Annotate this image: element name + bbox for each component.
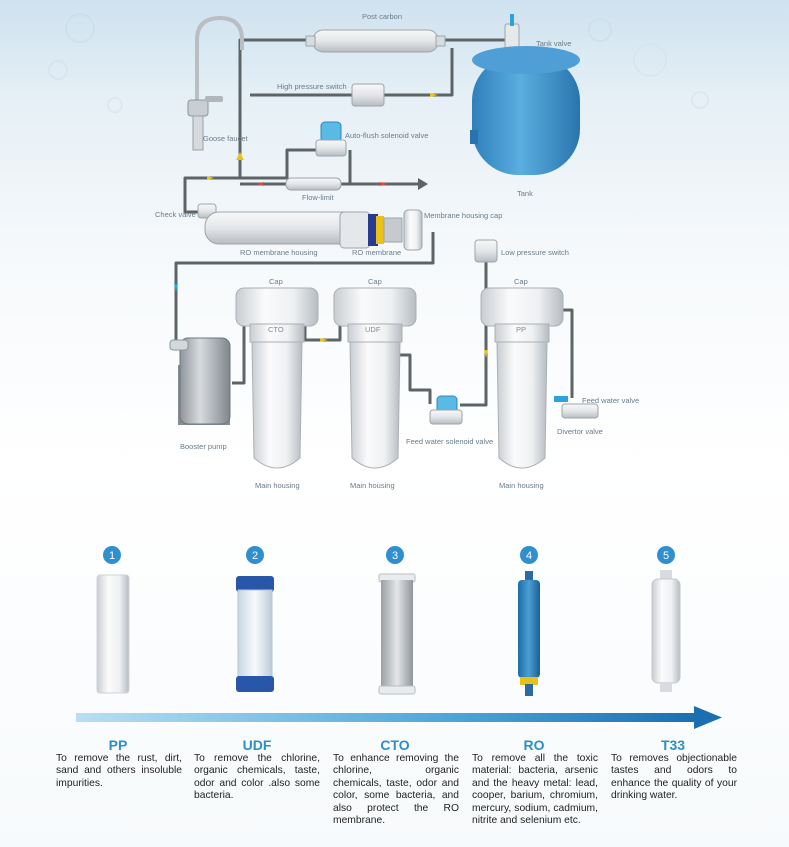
label-membrane-housing-cap: Membrane housing cap	[424, 211, 502, 220]
filter-cto-cartridge	[378, 573, 416, 695]
label-booster-pump: Booster pump	[180, 442, 227, 451]
main-housing-pp	[480, 287, 564, 469]
stage-description-ro: To remove all the toxic material: bacter…	[472, 753, 598, 827]
label-main-housing-3: Main housing	[499, 481, 544, 490]
main-housing-cto	[235, 287, 319, 469]
filter-ro-cartridge	[518, 571, 540, 696]
auto-flush-solenoid-valve	[315, 121, 347, 157]
stage-title-cto: CTO	[380, 737, 410, 753]
low-pressure-switch	[474, 239, 498, 263]
stage-description-cto: To enhance removing the chlorine, organi…	[333, 753, 459, 827]
label-tank-valve: Tank valve	[536, 39, 571, 48]
stage-progression-arrow	[76, 706, 722, 729]
filter-udf-cartridge	[236, 576, 274, 692]
feed-water-solenoid-valve	[429, 395, 463, 425]
water-splash-decoration	[48, 13, 709, 113]
badge-number-4: 4	[526, 550, 532, 562]
badge-number-2: 2	[252, 550, 258, 562]
label-cap-2: Cap	[368, 277, 382, 286]
label-main-housing-2: Main housing	[350, 481, 395, 490]
badge-circle-5	[657, 546, 675, 564]
housing-tag-cto: CTO	[268, 325, 284, 334]
badge-circle-1	[103, 546, 121, 564]
badge-circle-4	[520, 546, 538, 564]
membrane-housing-cap	[403, 209, 423, 251]
label-ro-membrane-housing: RO membrane housing	[240, 248, 318, 257]
stage-description-t33: To removes objectionable tastes and odor…	[611, 753, 737, 802]
badge-circle-2	[246, 546, 264, 564]
label-main-housing-1: Main housing	[255, 481, 300, 490]
stage-title-udf: UDF	[242, 737, 272, 753]
badge-number-3: 3	[392, 550, 398, 562]
feed-water-valve	[554, 396, 568, 402]
label-cap-1: Cap	[269, 277, 283, 286]
housing-tag-pp: PP	[516, 325, 526, 334]
badge-number-5: 5	[663, 550, 669, 562]
label-high-pressure-switch: High pressure switch	[277, 82, 347, 91]
stage-title-ro: RO	[523, 737, 545, 753]
label-tank: Tank	[517, 189, 533, 198]
label-ro-membrane: RO membrane	[352, 248, 401, 257]
stage-title-t33: T33	[660, 737, 686, 753]
label-low-pressure-switch: Low pressure switch	[501, 248, 569, 257]
stage-title-pp: PP	[108, 737, 128, 753]
label-post-carbon: Post carbon	[362, 12, 402, 21]
badge-number-1: 1	[109, 550, 115, 562]
booster-pump	[169, 337, 231, 425]
housing-tag-udf: UDF	[365, 325, 381, 334]
post-carbon-filter	[305, 29, 446, 53]
main-housing-udf	[333, 287, 417, 469]
label-check-valve: Check valve	[155, 210, 196, 219]
ro-membrane-housing	[204, 211, 403, 249]
stage-description-udf: To remove the chlorine, organic chemical…	[194, 753, 320, 802]
label-cap-3: Cap	[514, 277, 528, 286]
flow-limit	[285, 177, 342, 191]
label-goose-faucet: Goose faucet	[203, 134, 249, 143]
label-auto-flush: Auto-flush solenoid valve	[345, 131, 428, 140]
filter-pp-cartridge	[96, 574, 130, 694]
label-flow-limit: Flow-limit	[302, 193, 335, 202]
filter-t33-cartridge	[651, 570, 681, 692]
label-feed-water-valve: Feed water valve	[582, 396, 639, 405]
badge-circle-3	[386, 546, 404, 564]
stage-badges: 1 2 3 4 5	[103, 546, 675, 564]
high-pressure-switch	[351, 83, 385, 107]
diagram-labels: Post carbon Tank valve High pressure swi…	[155, 12, 639, 490]
pressure-tank	[470, 46, 580, 175]
label-divertor-valve: Divertor valve	[557, 427, 603, 436]
label-feed-water-solenoid-valve: Feed water solenoid valve	[406, 437, 493, 446]
stage-description-pp: To remove the rust, dirt, sand and other…	[56, 753, 182, 789]
divertor-valve	[561, 403, 599, 419]
goose-faucet	[187, 15, 244, 151]
